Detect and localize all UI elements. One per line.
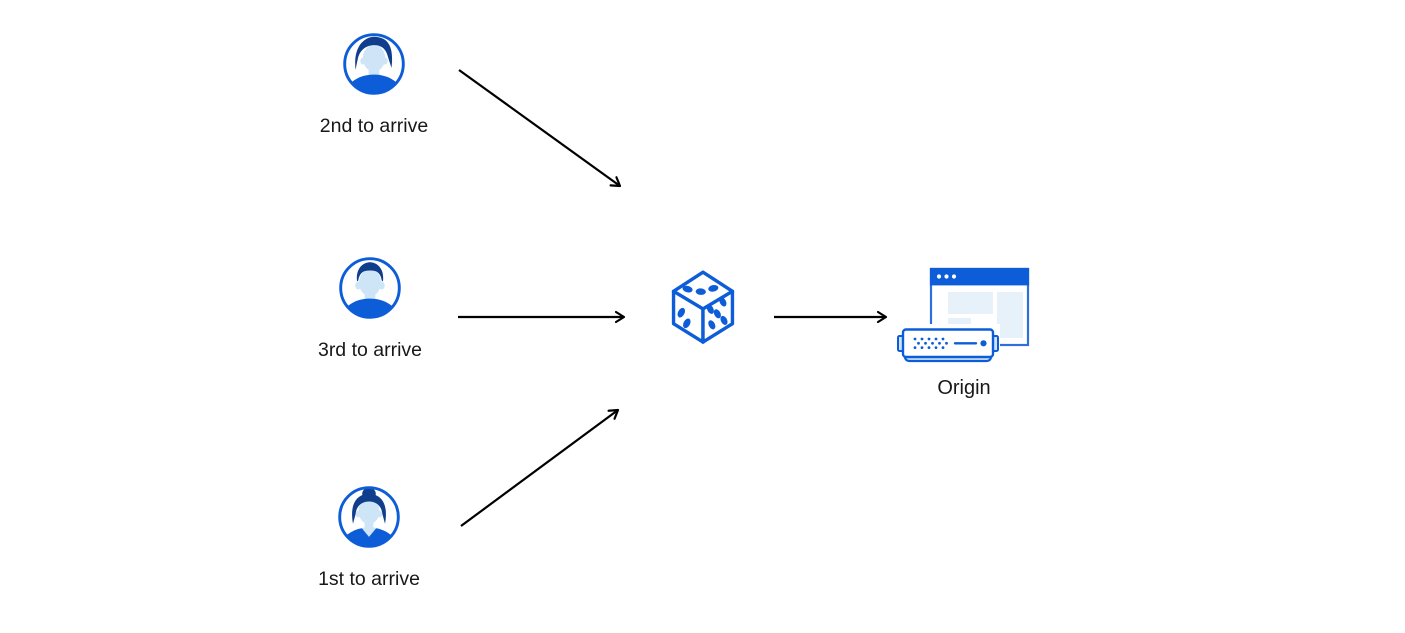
avatar-ring (338, 486, 400, 548)
client-label: 3rd to arrive (317, 339, 423, 361)
neck (364, 518, 374, 530)
browser-window-dots (936, 274, 957, 279)
arrow-client-1st-to-dice (460, 408, 620, 527)
server-box (901, 328, 995, 359)
client-node-2nd: 2nd to arrive (300, 31, 448, 137)
face (358, 498, 380, 524)
face (359, 269, 381, 297)
client-label: 1st to arrive (318, 568, 420, 590)
dice-icon (671, 270, 735, 344)
woman-bun-avatar-icon (338, 486, 400, 548)
arrow-client-2nd-to-dice (458, 69, 622, 188)
client-node-1st: 1st to arrive (295, 484, 443, 590)
avatar-ring (343, 33, 405, 95)
origin-label: Origin (937, 377, 991, 399)
hair (355, 36, 393, 70)
server-dot-grid (913, 337, 948, 349)
neck (368, 65, 380, 78)
hair (352, 493, 386, 524)
chest (361, 526, 377, 537)
browser-title-bar (929, 267, 1030, 286)
dice-pips (677, 285, 728, 330)
dice-node (666, 267, 740, 353)
client-label: 2nd to arrive (319, 115, 429, 137)
origin-server-icon (896, 267, 1030, 365)
client-node-3rd: 3rd to arrive (296, 255, 444, 361)
origin-node: Origin (896, 261, 1032, 398)
man-side-part-avatar-icon (343, 33, 405, 95)
avatar-ring (339, 257, 401, 319)
hair (356, 262, 384, 282)
server-status-dot (980, 340, 987, 347)
face (362, 44, 386, 72)
man-short-hair-avatar-icon (339, 257, 401, 319)
